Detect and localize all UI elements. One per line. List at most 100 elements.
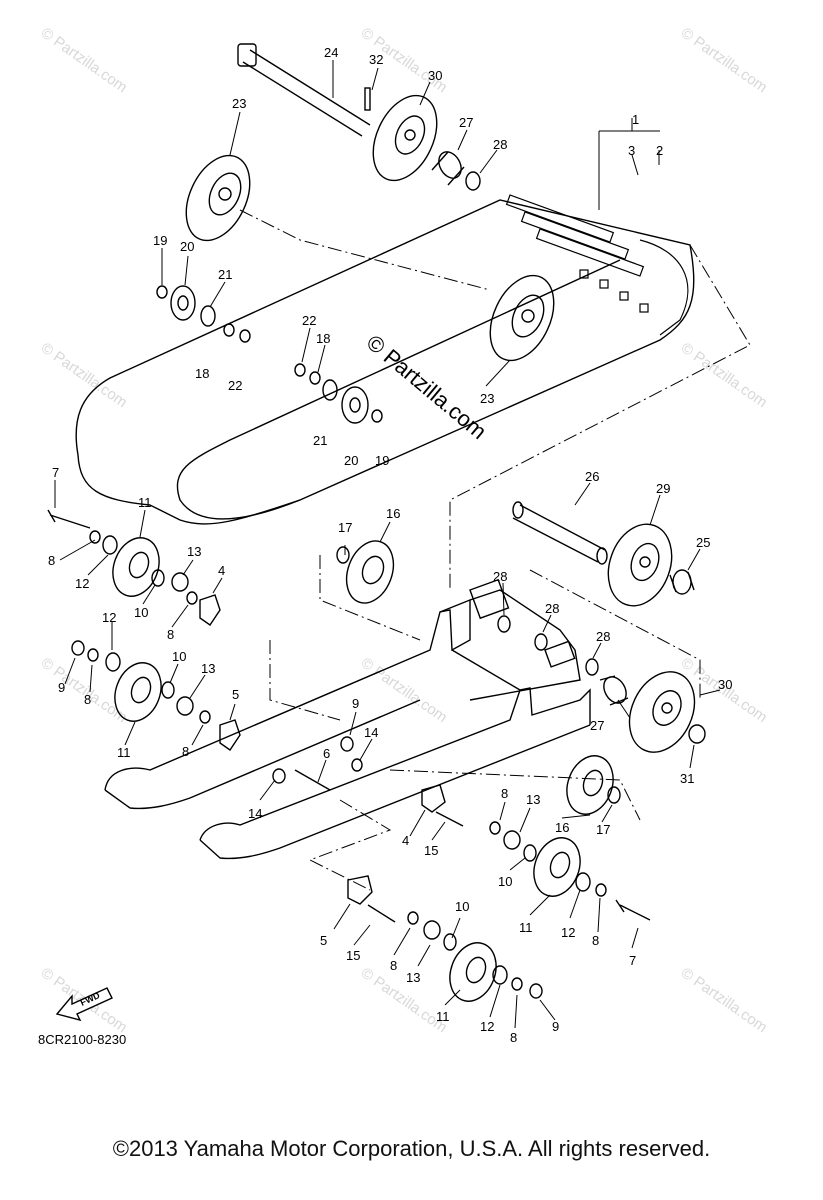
part-label: 11 bbox=[519, 920, 533, 935]
part-label: 15 bbox=[346, 948, 360, 963]
part-label: 17 bbox=[596, 822, 610, 837]
part-label: 16 bbox=[555, 820, 569, 835]
wheel-16-b bbox=[566, 755, 614, 815]
part-label: 27 bbox=[459, 115, 473, 130]
part-label: 4 bbox=[402, 833, 409, 848]
watermark-tile: © Partzilla.com bbox=[678, 24, 771, 96]
part-label: 30 bbox=[428, 68, 442, 83]
collar-27-a bbox=[431, 151, 465, 186]
track-belt-lower bbox=[77, 454, 301, 525]
part-label: 8 bbox=[501, 786, 508, 801]
part-label: 7 bbox=[52, 465, 59, 480]
part-label: 15 bbox=[424, 843, 438, 858]
diagram-code: 8CR2100-8230 bbox=[38, 1032, 127, 1047]
part-label: 19 bbox=[375, 453, 389, 468]
part-label: 6 bbox=[323, 746, 330, 761]
idler-wheel-30-b bbox=[628, 671, 696, 753]
leader-lines bbox=[54, 60, 721, 1029]
part-label: 5 bbox=[232, 687, 239, 702]
part-labels: 1 2 3 4 4 5 5 6 7 7 8 8 8 8 8 8 8 8 9 9 … bbox=[48, 45, 732, 1045]
part-label: 22 bbox=[228, 378, 242, 393]
idler-wheel-23-a bbox=[185, 154, 251, 242]
watermark-tile: © Partzilla.com bbox=[678, 964, 771, 1036]
part-label: 23 bbox=[480, 391, 494, 406]
part-label: 14 bbox=[248, 806, 262, 821]
part-label: 12 bbox=[480, 1019, 494, 1034]
construction-lines bbox=[239, 209, 751, 891]
watermark-tile: © Partzilla.com bbox=[678, 339, 771, 411]
part-label: 19 bbox=[153, 233, 167, 248]
part-label: 12 bbox=[102, 610, 116, 625]
part-label: 5 bbox=[320, 933, 327, 948]
part-label: 9 bbox=[552, 1019, 559, 1034]
part-label: 10 bbox=[498, 874, 512, 889]
watermark-tile: © Partzilla.com bbox=[358, 964, 451, 1036]
wheel-16-a bbox=[345, 540, 395, 604]
wheel-11-a bbox=[112, 537, 160, 597]
wheel-11-b bbox=[114, 662, 162, 722]
part-label: 25 bbox=[696, 535, 710, 550]
part-label: 28 bbox=[545, 601, 559, 616]
wheel-11-c bbox=[533, 837, 581, 897]
part-label: 13 bbox=[406, 970, 420, 985]
part-label: 18 bbox=[316, 331, 330, 346]
bolt-7-a bbox=[47, 509, 91, 529]
part-label: 11 bbox=[117, 745, 131, 760]
track-lugs bbox=[505, 194, 689, 336]
part-label: 12 bbox=[75, 576, 89, 591]
part-label: 29 bbox=[656, 481, 670, 496]
part-label: 1 bbox=[632, 112, 639, 127]
part-label: 16 bbox=[386, 506, 400, 521]
part-label: 20 bbox=[344, 453, 358, 468]
part-label: 28 bbox=[493, 137, 507, 152]
slide-rail-frame bbox=[104, 578, 591, 860]
bracket-5-a bbox=[219, 719, 241, 751]
bolt-7-b bbox=[615, 899, 651, 921]
part-label: 21 bbox=[218, 267, 232, 282]
part-label: 13 bbox=[187, 544, 201, 559]
part-label: 10 bbox=[134, 605, 148, 620]
watermark-tile: © Partzilla.com bbox=[38, 654, 131, 726]
bracket-5-b bbox=[347, 875, 373, 905]
part-label: 22 bbox=[302, 313, 316, 328]
nut-31 bbox=[688, 724, 706, 744]
part-label: 20 bbox=[180, 239, 194, 254]
part-label: 28 bbox=[596, 629, 610, 644]
part-label: 2 bbox=[656, 143, 663, 158]
copyright-notice: ©2013 Yamaha Motor Corporation, U.S.A. A… bbox=[112, 1136, 711, 1161]
part-label: 8 bbox=[510, 1030, 517, 1045]
track-belt bbox=[75, 199, 695, 520]
fwd-arrow-icon: FWD bbox=[55, 987, 113, 1022]
part-label: 8 bbox=[182, 744, 189, 759]
washer-17-a bbox=[336, 546, 350, 564]
bracket-4-b bbox=[421, 784, 446, 813]
part-label: 12 bbox=[561, 925, 575, 940]
washer-28-b bbox=[497, 615, 511, 633]
part-label: 8 bbox=[592, 933, 599, 948]
drawing bbox=[47, 43, 751, 1029]
watermark-tile: © Partzilla.com bbox=[38, 24, 131, 96]
part-label: 9 bbox=[352, 696, 359, 711]
part-label: 9 bbox=[58, 680, 65, 695]
part-label: 30 bbox=[718, 677, 732, 692]
part-label: 26 bbox=[585, 469, 599, 484]
part-label: 11 bbox=[138, 495, 152, 510]
part-label: 13 bbox=[201, 661, 215, 676]
collar-27-b bbox=[599, 675, 629, 706]
part-label: 8 bbox=[390, 958, 397, 973]
part-label: 3 bbox=[628, 143, 635, 158]
part-label: 24 bbox=[324, 45, 338, 60]
collar-25 bbox=[669, 569, 695, 595]
part-label: 7 bbox=[629, 953, 636, 968]
watermark-center: © Partzilla.com bbox=[362, 330, 492, 444]
part-label: 4 bbox=[218, 563, 225, 578]
bolt-15-b bbox=[367, 904, 396, 923]
idler-wheel-30-a bbox=[372, 94, 438, 182]
idler-wheel-23-b bbox=[489, 274, 555, 362]
bolt-6 bbox=[294, 769, 331, 791]
watermark-tile: © Partzilla.com bbox=[358, 654, 451, 726]
part-label: 8 bbox=[48, 553, 55, 568]
part-label: 18 bbox=[195, 366, 209, 381]
part-label: 23 bbox=[232, 96, 246, 111]
part-label: 10 bbox=[455, 899, 469, 914]
